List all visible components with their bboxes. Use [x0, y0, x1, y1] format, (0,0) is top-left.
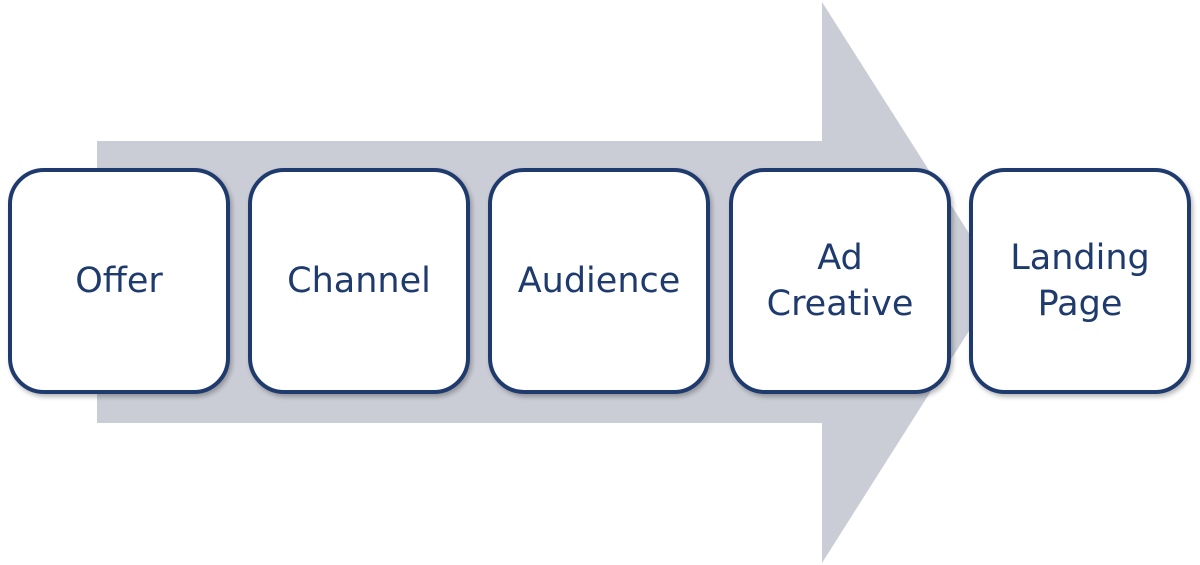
step-channel: Channel [248, 168, 470, 394]
step-ad-creative: Ad Creative [729, 168, 951, 394]
step-label-channel: Channel [287, 261, 431, 301]
step-label-offer: Offer [75, 261, 163, 301]
step-label-ad-creative: Ad Creative [766, 238, 914, 324]
step-label-landing-page: Landing Page [1010, 238, 1150, 324]
step-landing-page: Landing Page [969, 168, 1191, 394]
step-offer: Offer [8, 168, 230, 394]
step-label-audience: Audience [517, 261, 681, 301]
step-audience: Audience [488, 168, 710, 394]
